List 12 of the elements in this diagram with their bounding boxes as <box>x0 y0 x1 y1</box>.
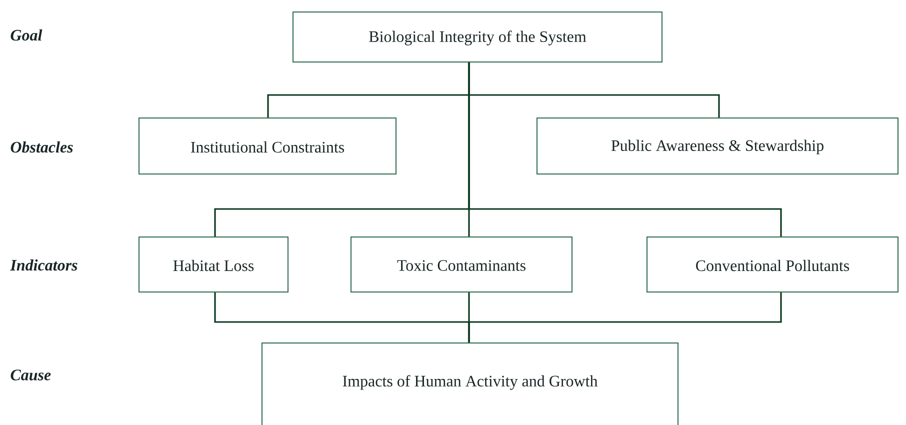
level-label: Goal <box>10 29 42 41</box>
text-box: Toxic Contaminants <box>350 236 572 292</box>
level-label: Cause <box>10 370 51 380</box>
level-label: Indicators <box>10 259 78 271</box>
text-box: Biological Integrity of the System <box>292 12 662 62</box>
text-box: Conventional Pollutants <box>646 236 898 292</box>
level-label: Obstacles <box>10 141 73 153</box>
text-box: Impacts of Human Activity and Growth <box>262 342 678 425</box>
text-box: Habitat Loss <box>138 236 288 292</box>
connector <box>468 292 782 343</box>
text-box: Institutional Constraints <box>138 118 396 174</box>
text-box: Public Awareness & Stewardship <box>536 118 898 174</box>
